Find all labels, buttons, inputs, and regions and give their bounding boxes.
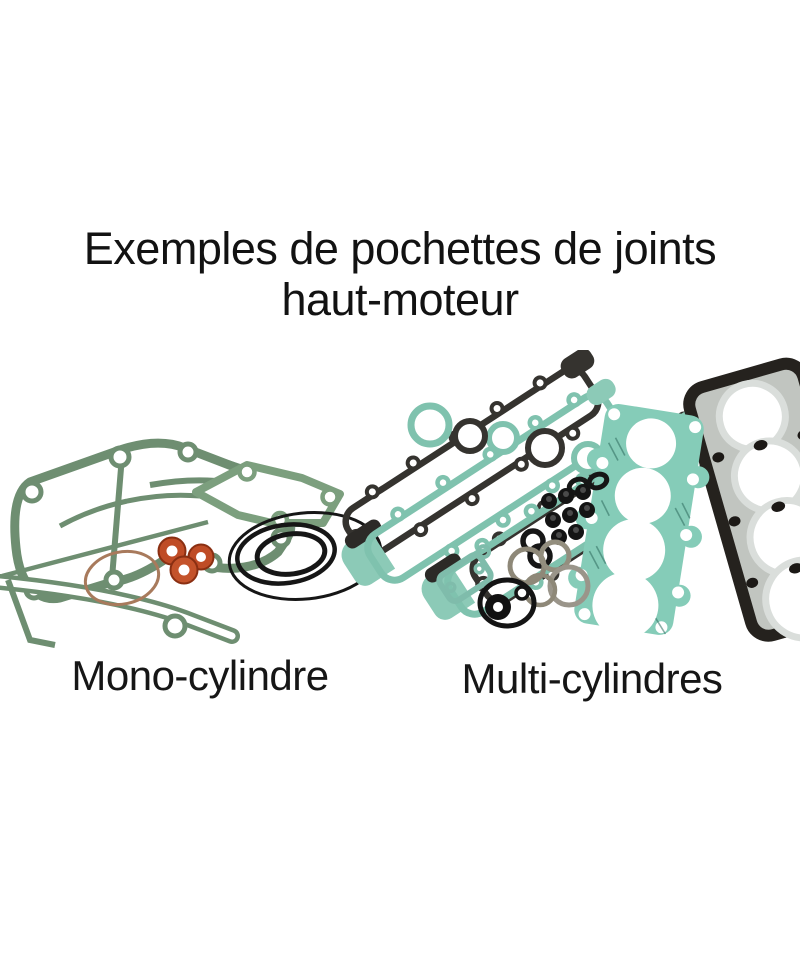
lower-gasket-band: [0, 519, 240, 648]
metal-head-gasket: [683, 357, 800, 642]
valve-seal: [575, 484, 591, 500]
gasket-end-cap: [560, 350, 595, 379]
valve-seal: [579, 502, 595, 518]
oil-seal-group: [477, 577, 537, 629]
valve-seal: [558, 488, 574, 504]
caption-multi-cylindres: Multi-cylindres: [461, 655, 723, 702]
bolt-hole: [108, 445, 132, 469]
metal-rings: [507, 539, 591, 608]
gasket-foot-cap: [424, 553, 462, 583]
seal-small-ring: [514, 585, 530, 601]
valve-seal: [568, 524, 584, 540]
bolt-hole: [20, 480, 44, 504]
head-gasket-holes: [712, 429, 800, 588]
seal-outer-ring: [477, 577, 537, 629]
gasket-end-cap: [586, 378, 616, 406]
four-cylinder-head-gasket: [568, 404, 710, 639]
orange-washer: [169, 555, 199, 585]
copper-ring: [83, 549, 161, 607]
orange-washers: [157, 536, 215, 585]
caption-mono-cylindre: Mono-cylindre: [71, 652, 329, 699]
multi-cylinder-gasket-photo: [341, 350, 800, 642]
valve-stem-seals: [541, 484, 595, 545]
page-title: Exemples de pochettes de joints haut-mot…: [0, 223, 800, 326]
valve-seal: [562, 507, 578, 523]
bolt-hole: [162, 613, 188, 639]
o-ring-small: [254, 531, 328, 577]
valve-cover-gasket-dark-1: [342, 350, 602, 558]
cylinder-bores: [592, 418, 677, 639]
bolt-hole: [320, 487, 340, 507]
small-rectangular-gasket: [436, 544, 494, 604]
metal-ring: [547, 564, 591, 608]
secondary-gasket: [192, 461, 344, 530]
page-title-line2: haut-moteur: [281, 273, 519, 325]
valve-seal: [545, 512, 561, 528]
mono-cylinder-gasket-photo: [0, 438, 383, 648]
gasket-foot-cap: [344, 519, 382, 549]
page-title-line1: Exemples de pochettes de joints: [83, 223, 717, 274]
bolt-hole: [103, 569, 125, 591]
o-ring-medium: [235, 522, 337, 586]
bolt-hole: [177, 441, 199, 463]
valve-seal: [541, 493, 557, 509]
bolt-hole: [237, 462, 257, 482]
printed-text-marks: [588, 437, 691, 635]
